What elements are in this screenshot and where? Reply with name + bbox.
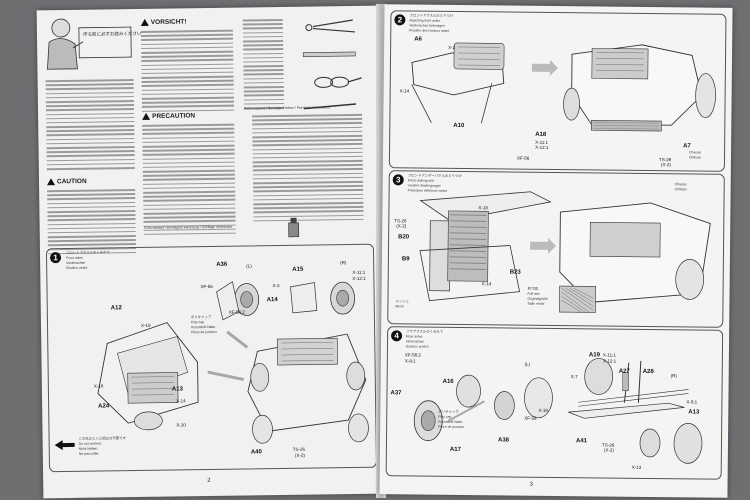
part-label-a15: A15	[292, 266, 304, 273]
kanji-callout: 作る前に必ずお読みください	[82, 30, 142, 37]
part-label-a7: A7	[683, 143, 691, 150]
cement-bottle-icon	[288, 217, 300, 238]
part-label-x2: (X-2)	[294, 452, 305, 458]
part-label-a6: A6	[414, 36, 422, 43]
part-label-x12: X-12:1	[535, 144, 549, 150]
part-label-x12: X-12:1	[602, 358, 617, 364]
part-label-b23: B23	[509, 269, 521, 276]
mechanic-illustration	[47, 18, 132, 70]
part-label-x12: X-12:1	[352, 275, 366, 282]
vorsicht-heading: VORSICHT!	[140, 18, 187, 26]
part-label-a13: A13	[171, 386, 183, 393]
part-label-x2: (X-2)	[603, 447, 614, 453]
part-label-a40: A40	[250, 449, 262, 456]
part-label-a24: A24	[98, 403, 110, 410]
part-label-x14: X-14	[176, 398, 186, 404]
part-label-l: (L)	[246, 263, 252, 269]
part-label-a16: A16	[442, 378, 454, 385]
part-label-a17: A17	[449, 446, 461, 454]
part-label-a27: A27	[618, 368, 630, 375]
part-label-x8: X-8:1	[404, 358, 416, 364]
part-label-a14: A14	[266, 297, 278, 304]
right-page: 2 フロントアクスルのとりつけ Attaching front axles Vo…	[379, 4, 733, 498]
part-label-a38: A38	[497, 437, 510, 444]
warning-icon	[46, 178, 56, 186]
part-label-a10: A10	[453, 122, 465, 130]
part-label-xf56-2: XF-56:2	[404, 352, 421, 358]
left-page: 作る前に必ずお読みください CAUTION VORSICHT! PRECAUTI…	[36, 5, 384, 499]
part-label-a13: A13	[688, 409, 700, 416]
page-number-right: 3	[529, 481, 533, 488]
part-label-x9: X-9:1	[686, 399, 698, 405]
chassis-label-fr: Châssis	[688, 155, 702, 160]
part-label-a12: A12	[110, 305, 122, 312]
step-1-diagram	[97, 281, 369, 444]
part-label-r: (R)	[340, 260, 347, 266]
part-label-ts26: TS-26	[292, 446, 306, 452]
arrow-left-icon	[54, 440, 75, 451]
part-label-x18: X-18	[93, 383, 104, 389]
part-label-x2: X-2	[448, 44, 456, 50]
part-label-a19: A19	[588, 352, 600, 359]
paint-color-table	[244, 113, 366, 225]
part-label-a37: A37	[390, 390, 402, 397]
step-4-diagram	[413, 358, 703, 464]
part-label-a18: A18	[535, 131, 547, 138]
part-label-xf56: XF-56	[200, 283, 213, 290]
fullsize-fr: Taille réelle	[527, 301, 545, 306]
step-3-diagram	[419, 191, 711, 313]
instructions-jp-text	[45, 79, 135, 172]
part-label-x11: X-11:1	[352, 269, 366, 276]
part-label-b9: B9	[401, 256, 410, 263]
part-label-x18: X-18	[478, 205, 488, 211]
warning-icon	[140, 18, 149, 26]
polycap-fr: Pièce de jonction	[438, 424, 465, 430]
part-label-x2: (X-2)	[396, 223, 407, 229]
part-label-r: (R)	[670, 373, 677, 379]
part-label-x14: X-14	[399, 88, 410, 94]
part-label-xf56: XF-56	[516, 155, 530, 161]
chassis-label-fr: Châssis	[674, 187, 687, 192]
mesh-en: Mesh	[395, 304, 404, 309]
part-label-l: (L)	[524, 361, 531, 367]
part-label-x11: X-11:1	[602, 352, 616, 358]
part-label-x7: X-7	[570, 374, 578, 380]
part-label-xf56-2: XF-56:2	[228, 309, 245, 315]
caution-heading: CAUTION	[46, 178, 87, 186]
part-label-x14: X-14	[481, 281, 492, 287]
part-label-x10: X-10	[176, 422, 186, 428]
polycap-fr: Pièce de jonction	[191, 329, 217, 335]
part-label-a28: A28	[642, 368, 654, 376]
part-label-x13: X-13	[631, 464, 642, 470]
part-label-b20: B20	[398, 234, 410, 241]
part-label-x2-b: (X-2)	[660, 162, 671, 168]
part-label-x19: X-19	[140, 322, 151, 328]
unused-note-fr: Ne pas coller.	[78, 451, 100, 456]
part-label-x3: X-3	[272, 283, 280, 289]
part-label-a41: A41	[575, 438, 588, 445]
precaution-text	[142, 123, 236, 238]
tools-labels	[242, 18, 285, 112]
warning-icon	[142, 112, 151, 120]
tools-illustration	[302, 19, 362, 110]
part-label-a36: A36	[216, 261, 228, 268]
step-2-diagram	[411, 42, 716, 132]
part-label-xf56: XF-56	[524, 415, 537, 421]
vorsicht-text	[140, 29, 235, 115]
page-number-left: 2	[207, 478, 211, 485]
precaution-heading: PRECAUTION	[142, 112, 195, 120]
part-label-x18: X-18	[538, 407, 548, 413]
